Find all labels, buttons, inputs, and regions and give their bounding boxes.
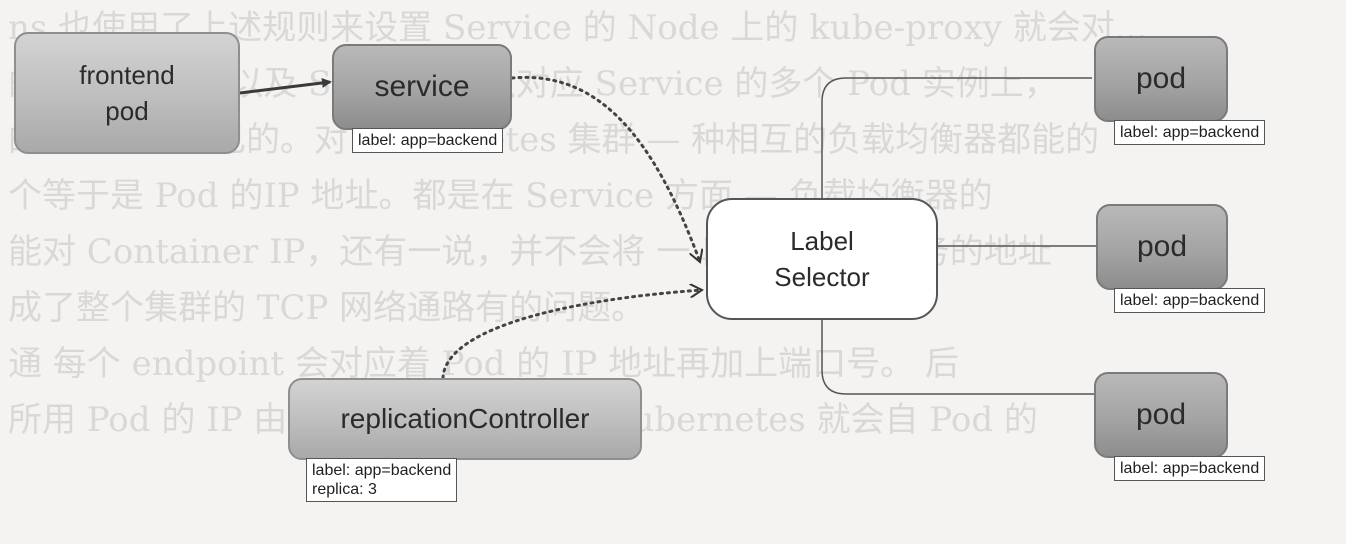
frontend-to-service-arrow: [239, 78, 332, 95]
frontend-pod-node: frontend pod: [14, 32, 240, 154]
frontend-pod-line2: pod: [105, 96, 149, 126]
frontend-pod-line1: frontend: [79, 60, 175, 90]
pod-title: pod: [1136, 230, 1188, 263]
selector-to-pod3-connector: [821, 320, 1094, 395]
label-selector-line1: Label: [790, 226, 854, 256]
service-node: service: [332, 44, 512, 130]
pod-title: pod: [1135, 398, 1187, 431]
pod-node: pod: [1096, 204, 1228, 290]
label-selector-line2: Selector: [774, 262, 870, 292]
pod-label-badge: label: app=backend: [1114, 456, 1266, 481]
pod-label-badge: label: app=backend: [1114, 288, 1266, 313]
pod-node: pod: [1094, 36, 1228, 122]
label-selector-node: Label Selector: [706, 198, 938, 320]
replication-controller-node: replicationController: [288, 378, 642, 460]
pod-node: pod: [1094, 372, 1228, 458]
rc-to-selector-dotted-arrow: [441, 290, 702, 380]
replication-controller-title: replicationController: [340, 403, 590, 434]
replication-controller-label-line: label: app=backend: [312, 462, 452, 479]
pod-label-badge: label: app=backend: [1114, 120, 1266, 145]
selector-to-pod1-connector: [821, 77, 1092, 198]
service-to-selector-dotted-arrow: [510, 75, 700, 262]
service-title: service: [374, 70, 470, 103]
replication-controller-label-badge: label: app=backend replica: 3: [306, 458, 458, 502]
service-label-badge: label: app=backend: [352, 128, 504, 153]
replication-controller-replica-line: replica: 3: [312, 481, 377, 498]
pod-title: pod: [1135, 62, 1187, 95]
